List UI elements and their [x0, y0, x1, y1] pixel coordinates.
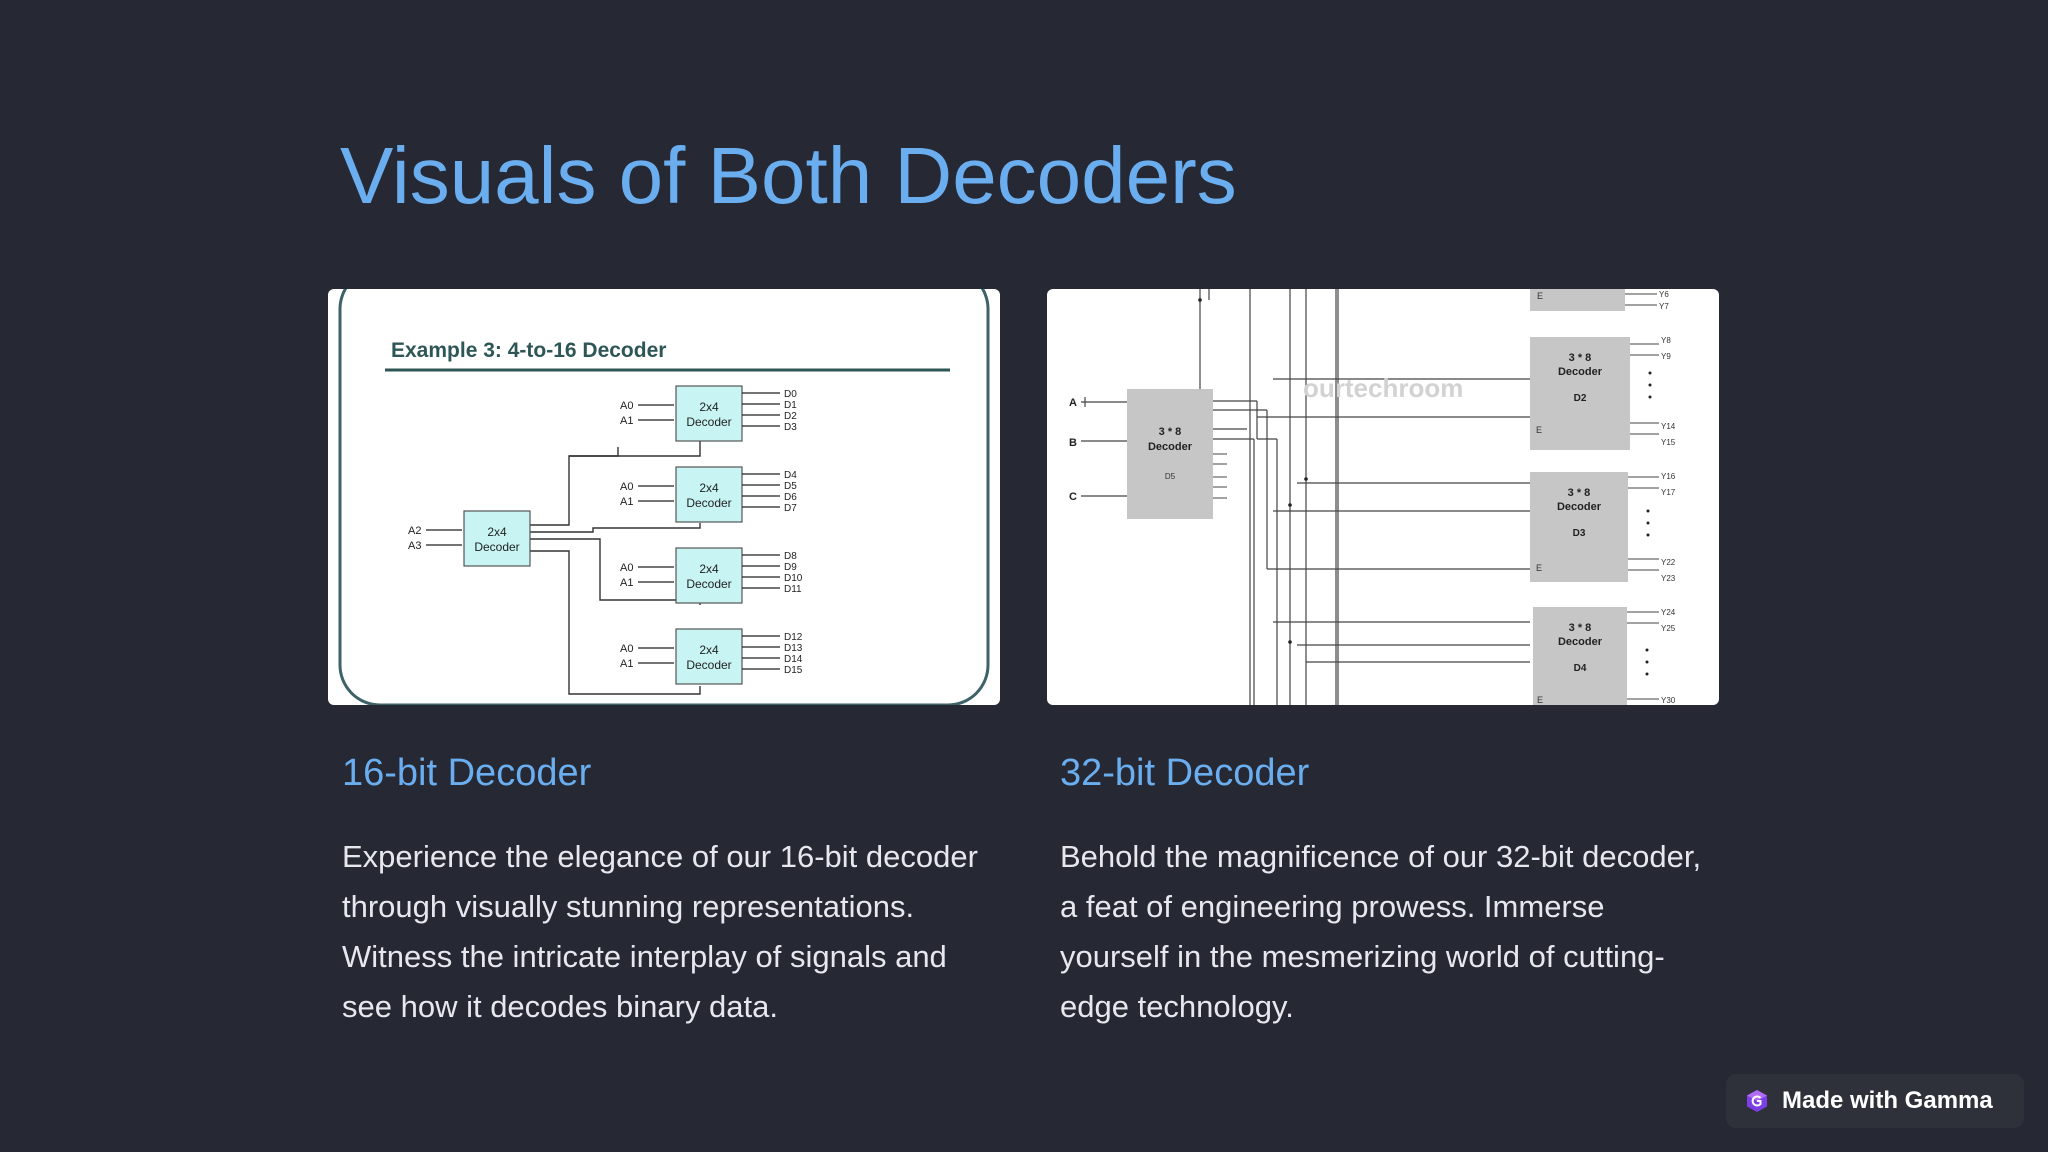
decoder-32-diagram: A B C 3 * 8 Decoder D5 ourtechroom E Y6 … [1047, 289, 1719, 705]
d3-id: D3 [1573, 528, 1586, 539]
output-y14: Y14 [1661, 422, 1676, 431]
card-heading-32bit: 32-bit Decoder [1060, 752, 1310, 794]
decoder-4-a0: A0 [620, 643, 633, 655]
output-y16: Y16 [1661, 472, 1676, 481]
input-a: A [1069, 397, 1077, 409]
decoder-2-line1: 2x4 [699, 481, 719, 495]
output-y9: Y9 [1661, 352, 1671, 361]
decoder-2-a1: A1 [620, 496, 633, 508]
input-b: B [1069, 437, 1077, 449]
decoder-4-line1: 2x4 [699, 643, 719, 657]
decoder-1-line2: Decoder [686, 415, 731, 429]
decoder-4-line2: Decoder [686, 658, 731, 672]
output-y7: Y7 [1659, 302, 1669, 311]
output-d8: D8 [784, 551, 797, 562]
input-decoder-line2: Decoder [474, 540, 519, 554]
output-d5: D5 [784, 481, 797, 492]
output-y25: Y25 [1661, 624, 1676, 633]
input-a2: A2 [408, 525, 421, 537]
input-c: C [1069, 491, 1077, 503]
decoder-3-line1: 2x4 [699, 562, 719, 576]
d3-enable: E [1536, 563, 1542, 573]
card-description-32bit: Behold the magnificence of our 32-bit de… [1060, 839, 1702, 1024]
output-d2: D2 [784, 411, 797, 422]
output-y22: Y22 [1661, 558, 1676, 567]
diagram16-title: Example 3: 4-to-16 Decoder [391, 339, 666, 362]
output-d15: D15 [784, 665, 803, 676]
output-y8: Y8 [1661, 336, 1671, 345]
output-y23: Y23 [1661, 574, 1676, 583]
input-a3: A3 [408, 540, 421, 552]
slide-title: Visuals of Both Decoders [340, 131, 1237, 220]
decoder-3-line2: Decoder [686, 577, 731, 591]
card-heading-16bit: 16-bit Decoder [342, 752, 592, 794]
output-d12: D12 [784, 632, 803, 643]
d2-id: D2 [1574, 393, 1587, 404]
output-d3: D3 [784, 422, 797, 433]
output-y30: Y30 [1661, 696, 1676, 705]
output-d6: D6 [784, 492, 797, 503]
output-d11: D11 [784, 584, 802, 595]
output-d9: D9 [784, 562, 797, 573]
decoder-16-diagram: Example 3: 4-to-16 Decoder 2x4 Decoder A… [328, 289, 1000, 705]
output-y6: Y6 [1659, 290, 1669, 299]
decoder-2-line2: Decoder [686, 496, 731, 510]
decoder-1-a1: A1 [620, 415, 633, 427]
made-with-gamma-badge[interactable]: Made with Gamma [1726, 1074, 2024, 1128]
decoder-4-a1: A1 [620, 658, 633, 670]
decoder-1-a0: A0 [620, 400, 633, 412]
output-d14: D14 [784, 654, 803, 665]
d4-id: D4 [1574, 663, 1587, 674]
output-d10: D10 [784, 573, 803, 584]
d5-line1: 3 * 8 [1159, 426, 1182, 438]
output-d13: D13 [784, 643, 803, 654]
output-y24: Y24 [1661, 608, 1676, 617]
decoder-3-a0: A0 [620, 562, 633, 574]
d5-id: D5 [1165, 472, 1176, 481]
gamma-logo-icon [1747, 1090, 1767, 1112]
card-description-16bit: Experience the elegance of our 16-bit de… [342, 839, 978, 1024]
output-d7: D7 [784, 503, 797, 514]
d2-enable: E [1536, 425, 1542, 435]
d2-line1: 3 * 8 [1569, 352, 1592, 364]
decoder-1-line1: 2x4 [699, 400, 719, 414]
d3-line1: 3 * 8 [1568, 487, 1591, 499]
output-d0: D0 [784, 389, 797, 400]
top-block-enable: E [1537, 291, 1543, 301]
d4-line2: Decoder [1558, 636, 1603, 648]
decoder-3-a1: A1 [620, 577, 633, 589]
input-decoder-line1: 2x4 [487, 525, 507, 539]
output-y17: Y17 [1661, 488, 1676, 497]
output-y15: Y15 [1661, 438, 1676, 447]
d5-line2: Decoder [1148, 441, 1193, 453]
d4-enable: E [1537, 695, 1543, 705]
d2-line2: Decoder [1558, 366, 1603, 378]
d4-line1: 3 * 8 [1569, 622, 1592, 634]
badge-label: Made with Gamma [1782, 1087, 1993, 1114]
output-d4: D4 [784, 470, 797, 481]
decoder-2-a0: A0 [620, 481, 633, 493]
d3-line2: Decoder [1557, 501, 1602, 513]
output-d1: D1 [784, 400, 797, 411]
watermark: ourtechroom [1303, 373, 1463, 403]
